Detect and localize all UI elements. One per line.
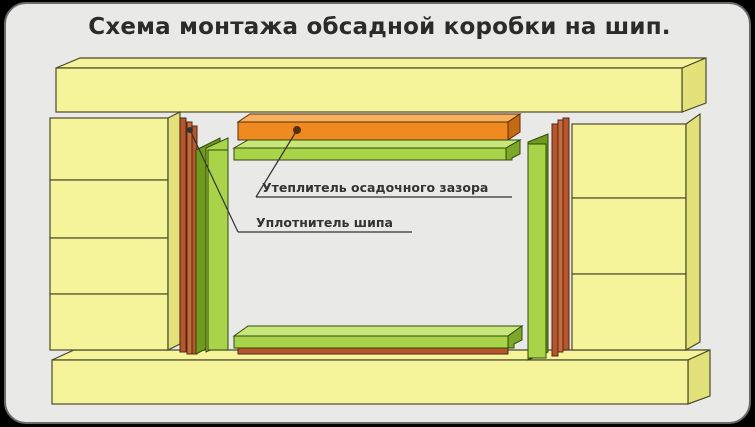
top-log xyxy=(55,57,707,113)
right-tenon-seal xyxy=(551,117,570,357)
bottom-casing-board xyxy=(232,325,524,349)
bottom-log xyxy=(51,349,711,405)
label-seal: Уплотнитель шипа xyxy=(256,215,393,230)
right-casing-board xyxy=(527,133,549,361)
bottom-seal xyxy=(237,347,509,355)
label-insulation: Утеплитель осадочного зазора xyxy=(262,180,488,195)
leader-lines xyxy=(187,127,512,233)
left-casing-board xyxy=(195,137,229,355)
top-casing-board xyxy=(232,139,522,161)
left-wall-logs xyxy=(49,111,181,351)
settlement-gap-insulation xyxy=(236,113,522,141)
left-tenon-seal xyxy=(179,117,198,355)
diagram-title: Схема монтажа обсадной коробки на шип. xyxy=(88,14,671,40)
right-wall-logs xyxy=(571,112,701,352)
